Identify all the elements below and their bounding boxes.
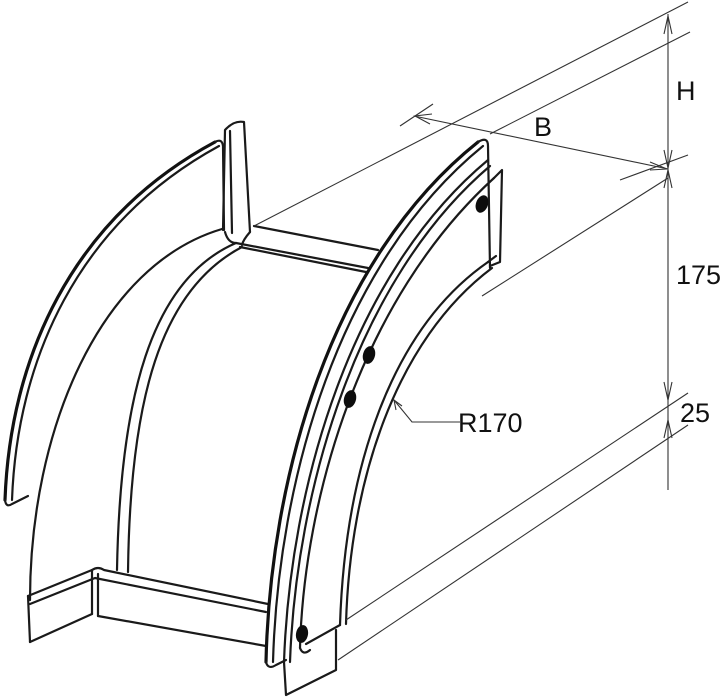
dimension-b-label: B: [534, 112, 553, 142]
bolt-hole-1: [475, 195, 489, 213]
bolt-holes: [295, 195, 489, 643]
dimension-h-label: H: [676, 76, 696, 106]
dimension-lines: [253, 1, 691, 661]
tray-floor: [115, 241, 244, 574]
bolt-hole-4: [295, 625, 309, 643]
dimension-25-label: 25: [680, 398, 711, 428]
bolt-hole-2: [362, 346, 376, 364]
right-side-wall: [264, 138, 492, 669]
upper-back-flange: [221, 120, 380, 274]
dimension-175-label: 175: [676, 260, 720, 290]
bolt-hole-3: [343, 390, 357, 408]
radius-r170-label: R170: [458, 408, 523, 438]
left-side-wall: [3, 139, 226, 602]
lower-flange: [26, 566, 270, 648]
